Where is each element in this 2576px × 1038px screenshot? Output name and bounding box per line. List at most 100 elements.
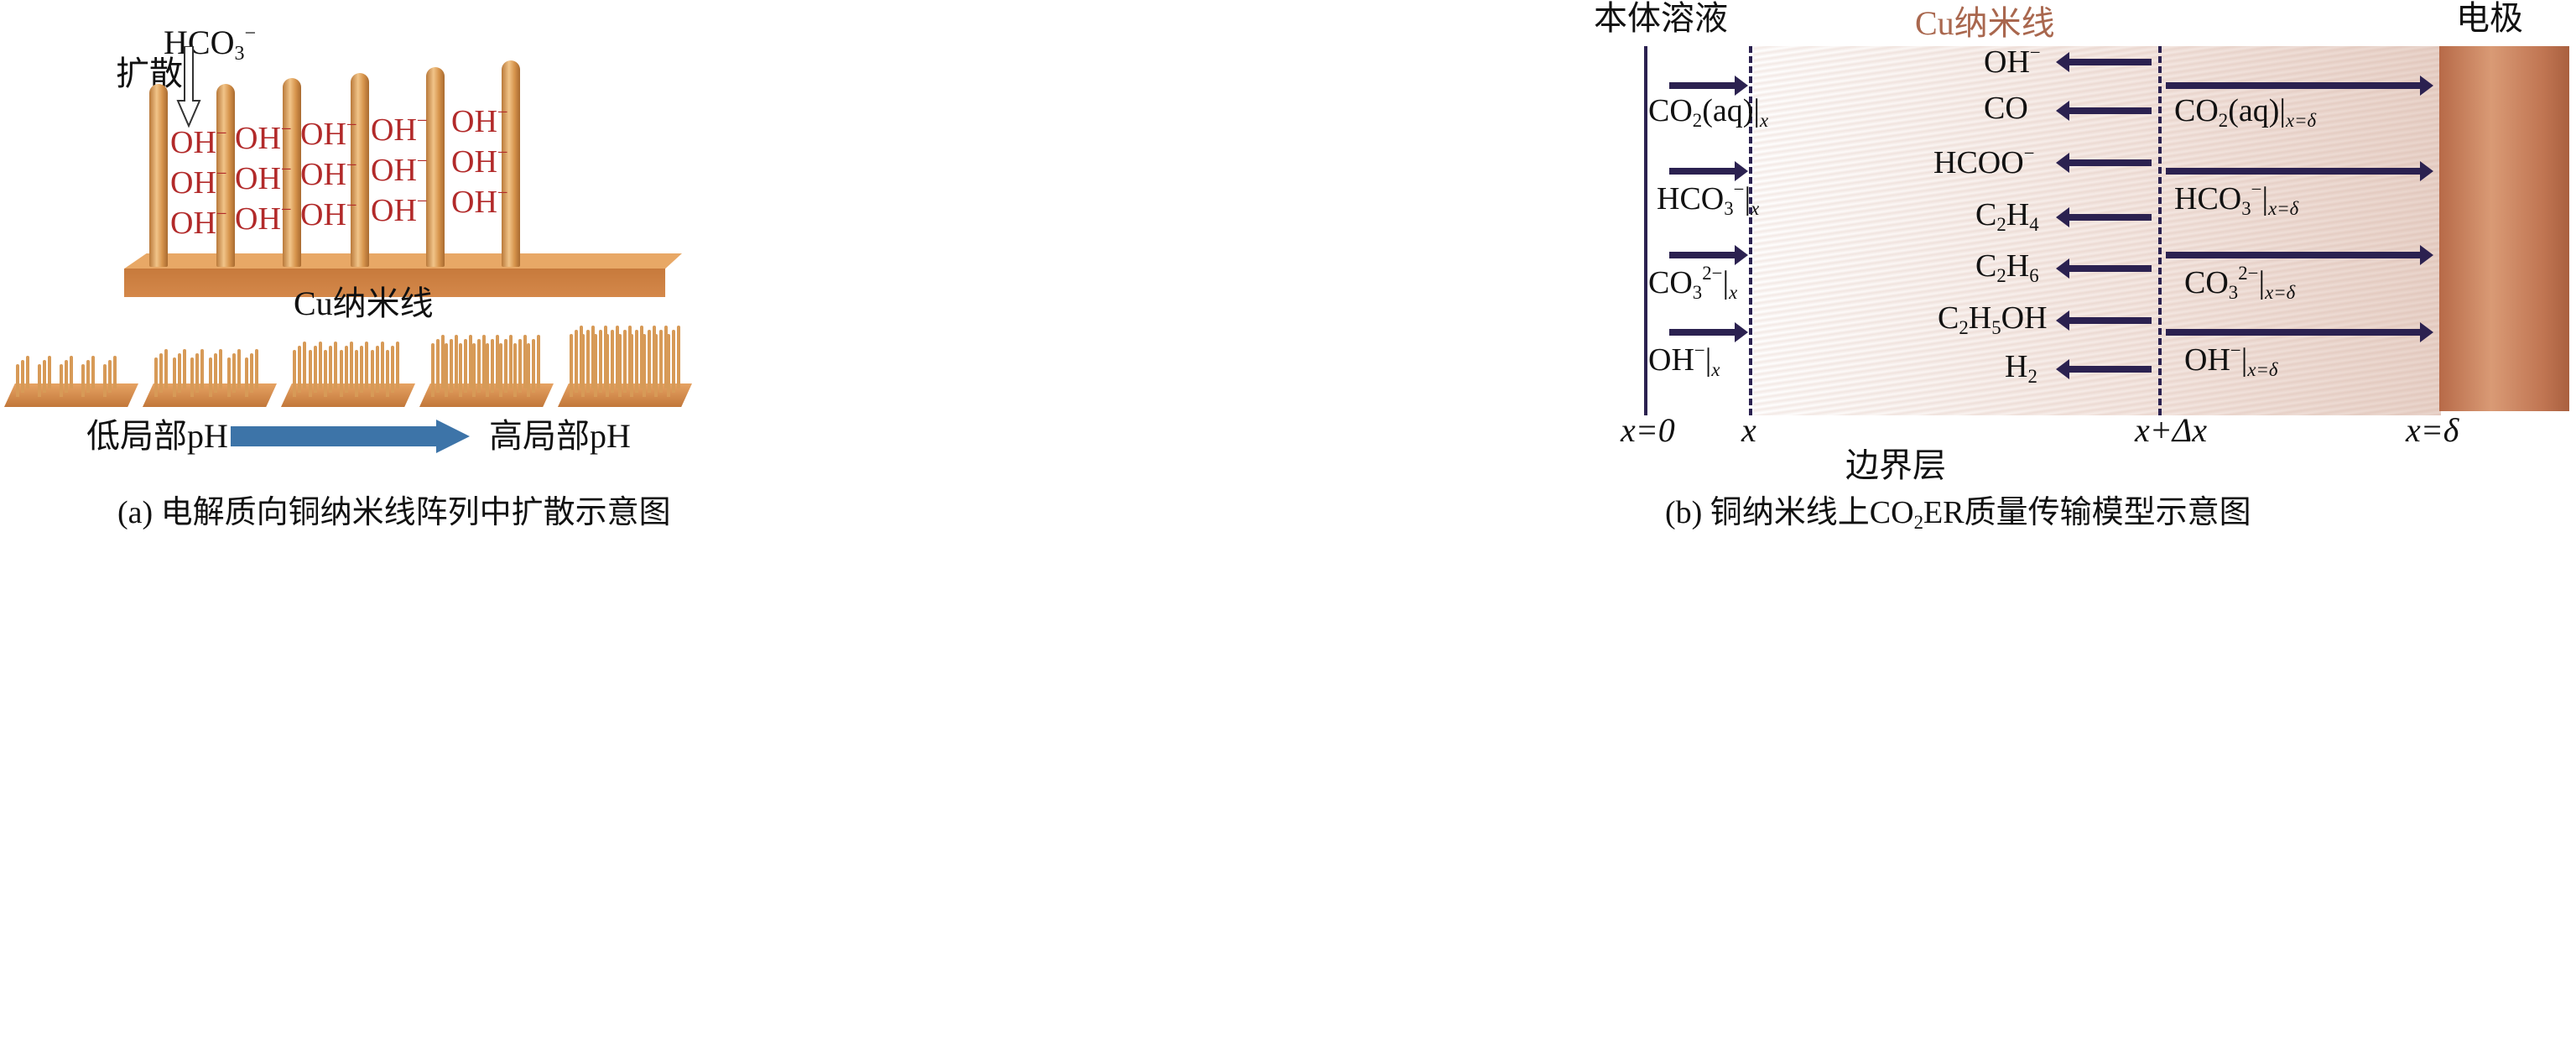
array-stick	[298, 346, 301, 393]
array-stick	[603, 326, 607, 389]
product-label: CO	[1984, 91, 2028, 126]
nanowire-region	[1753, 46, 2441, 415]
caption-a: (a) 电解质向铜纳米线阵列中扩散示意图	[117, 495, 671, 530]
array-stick	[195, 352, 200, 393]
array-stick	[664, 326, 669, 389]
nanowire-array-thumbnail	[4, 331, 138, 407]
array-stick	[659, 330, 664, 393]
nanowire-array-thumbnail	[281, 331, 415, 407]
electrode-species-label: OH−|x=δ	[2184, 340, 2278, 380]
array-stick	[21, 359, 24, 393]
axis-x: x	[1741, 411, 1756, 449]
array-stick	[617, 334, 622, 397]
axis-x-delta: x=δ	[2406, 411, 2459, 449]
array-stick	[81, 363, 85, 397]
array-stick	[344, 346, 348, 393]
product-label: C2H4	[1975, 197, 2039, 235]
array-stick	[159, 352, 163, 393]
product-outflow-arrow-icon	[2056, 153, 2152, 173]
electrode-species-label: CO32−|x=δ	[2184, 263, 2296, 303]
dashed-line-x-dx	[2158, 46, 2162, 415]
nanowire-title: Cu纳米线	[1915, 4, 2055, 42]
array-stick	[518, 339, 522, 393]
array-stick	[190, 357, 195, 397]
array-stick	[445, 343, 449, 397]
array-stick	[65, 359, 68, 393]
array-stick	[313, 346, 317, 393]
array-stick	[86, 359, 90, 393]
diffusion-label: 扩散	[116, 55, 183, 92]
array-stick	[370, 350, 374, 397]
array-stick	[441, 335, 445, 389]
electrode-label: 电极	[2456, 0, 2523, 37]
array-stick	[580, 326, 583, 389]
array-stick	[458, 343, 462, 397]
electrode-inflow-arrow-icon	[2166, 322, 2433, 342]
array-stick	[591, 326, 596, 389]
ph-gradient-arrow-icon	[231, 420, 470, 453]
array-stick	[431, 343, 435, 397]
product-label: C2H6	[1975, 248, 2039, 286]
array-stick	[611, 330, 615, 393]
array-stick	[581, 334, 585, 397]
array-stick	[640, 326, 644, 389]
array-stick	[108, 359, 112, 393]
electrode-inflow-arrow-icon	[2166, 161, 2433, 181]
array-stick	[226, 357, 231, 397]
oh-ion-label: OH−	[300, 154, 357, 192]
nanowire-pillar	[426, 67, 445, 267]
array-base	[281, 383, 415, 407]
array-stick	[349, 342, 353, 389]
array-stick	[293, 350, 296, 397]
product-outflow-arrow-icon	[2056, 258, 2152, 279]
nanowire-array-thumbnail	[419, 331, 554, 407]
bulk-species-label: HCO3−|x	[1657, 179, 1760, 219]
product-outflow-arrow-icon	[2056, 359, 2152, 379]
oh-ion-label: OH−	[371, 190, 428, 228]
electrode-species-label: CO2(aq)|x=δ	[2174, 93, 2317, 131]
array-stick	[598, 330, 602, 393]
product-label: HCOO−	[1933, 143, 2035, 180]
bulk-solution-label: 本体溶液	[1594, 0, 1728, 37]
array-stick	[504, 339, 508, 393]
array-stick	[481, 335, 486, 389]
array-stick	[526, 343, 530, 397]
electrode-inflow-arrow-icon	[2166, 76, 2433, 96]
array-stick	[245, 357, 249, 397]
array-stick	[509, 335, 513, 389]
array-stick	[586, 330, 591, 393]
dashed-line-x	[1749, 46, 1752, 415]
nanowire-pillar	[283, 78, 301, 267]
high-ph-label: 高局部pH	[489, 417, 631, 455]
product-outflow-arrow-icon	[2056, 310, 2152, 331]
oh-ion-label: OH−	[170, 123, 227, 160]
array-stick	[308, 350, 312, 397]
nanowire-pillar	[351, 73, 369, 267]
boundary-layer-label: 边界层	[1845, 446, 1946, 484]
array-stick	[318, 342, 322, 389]
array-stick	[523, 335, 527, 389]
array-stick	[606, 334, 610, 397]
array-stick	[627, 326, 632, 389]
array-stick	[365, 342, 369, 389]
array-stick	[391, 346, 395, 393]
oh-ion-label: OH−	[235, 118, 292, 156]
nanowire-pillar	[502, 60, 520, 267]
array-stick	[48, 355, 51, 389]
electrode-inflow-arrow-icon	[2166, 245, 2433, 265]
nanowire-array-thumbnail	[558, 326, 692, 407]
oh-ion-label: OH−	[451, 142, 508, 180]
array-stick	[450, 339, 454, 393]
array-stick	[396, 342, 400, 389]
array-stick	[622, 330, 627, 393]
array-stick	[355, 350, 359, 397]
array-stick	[177, 352, 181, 393]
array-stick	[436, 339, 440, 393]
array-stick	[616, 326, 620, 389]
array-stick	[26, 355, 29, 389]
nanowire-label: Cu纳米线	[294, 284, 434, 322]
array-stick	[339, 350, 343, 397]
array-stick	[303, 342, 306, 389]
electrode	[2439, 46, 2569, 411]
